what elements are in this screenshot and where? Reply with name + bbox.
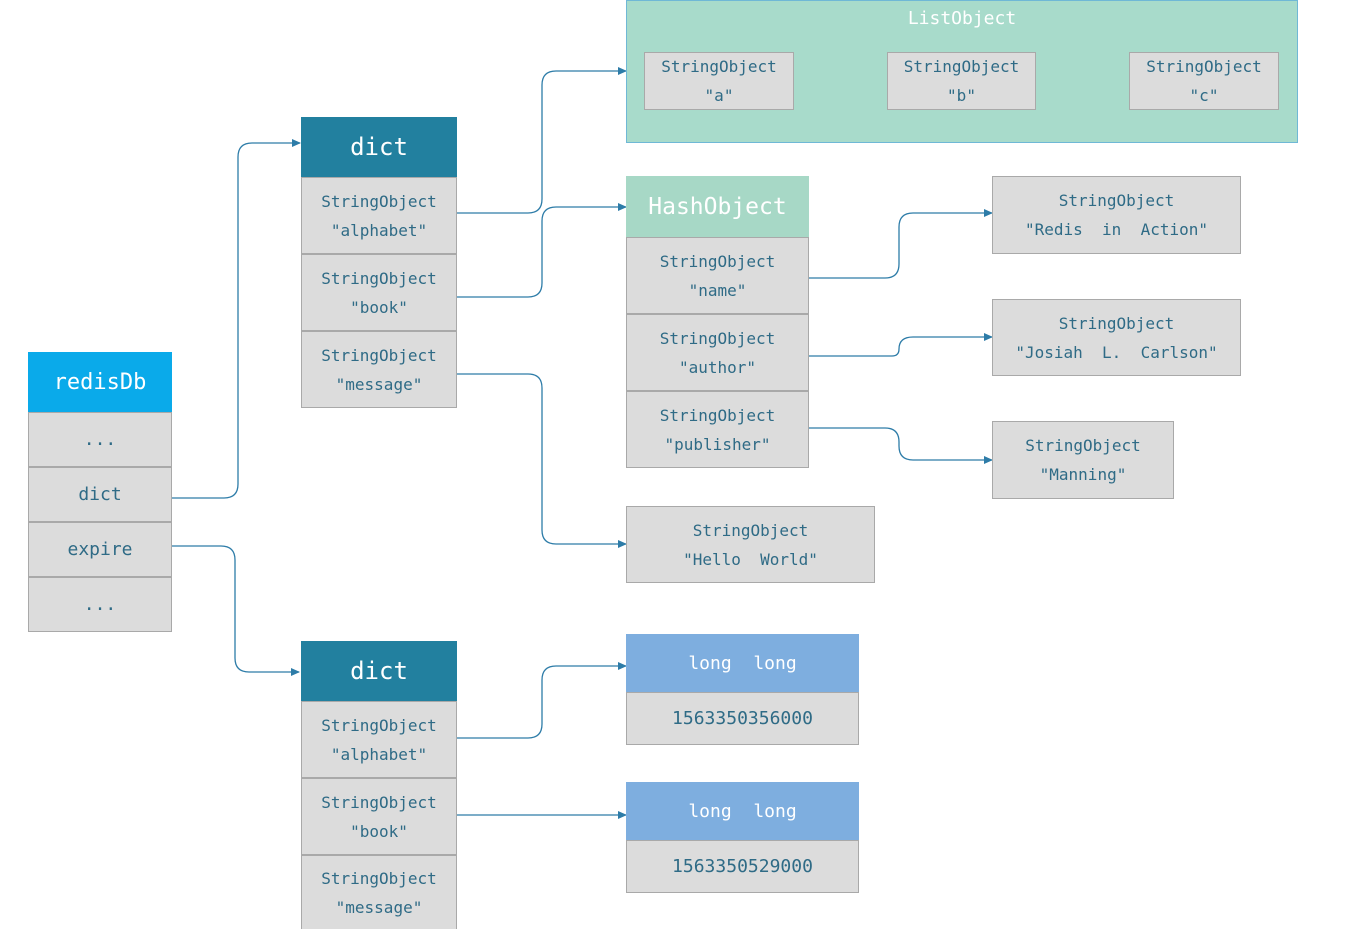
value-type: StringObject bbox=[692, 520, 809, 540]
long-long-header-book: long long bbox=[626, 782, 859, 840]
item-value: "b" bbox=[947, 86, 976, 105]
arrow-message-to-value bbox=[457, 373, 627, 548]
value-type: StringObject bbox=[1058, 313, 1175, 333]
item-value: "a" bbox=[704, 86, 734, 105]
item-type: StringObject bbox=[1146, 57, 1262, 76]
redisdb-row-expire: expire bbox=[28, 522, 172, 577]
arrow-author-to-value bbox=[808, 333, 993, 357]
timestamp-value: 1563350529000 bbox=[672, 856, 813, 877]
message-value: StringObject "Hello World" bbox=[626, 506, 875, 583]
hash-field-author: StringObject "author" bbox=[626, 314, 809, 391]
hash-field-name: StringObject "name" bbox=[626, 237, 809, 314]
timestamp-value: 1563350356000 bbox=[672, 708, 813, 729]
entry-type: StringObject bbox=[321, 715, 437, 735]
entry-type: StringObject bbox=[321, 868, 437, 888]
hash-value-name: StringObject "Redis in Action" bbox=[992, 176, 1241, 254]
item-type: StringObject bbox=[661, 57, 777, 76]
dict-main-entry-message: StringObject "message" bbox=[301, 331, 457, 408]
long-long-header-alphabet: long long bbox=[626, 634, 859, 692]
redisdb-row-dict: dict bbox=[28, 467, 172, 522]
redisdb-row-ellipsis-top: ... bbox=[28, 412, 172, 467]
field-type: StringObject bbox=[659, 328, 776, 348]
value-text: "Manning" bbox=[1039, 465, 1127, 484]
entry-type: StringObject bbox=[321, 191, 437, 211]
value-type: StringObject bbox=[1058, 191, 1175, 210]
hash-value-publisher: StringObject "Manning" bbox=[992, 421, 1174, 499]
arrow-redis-expire-to-dict bbox=[172, 545, 300, 676]
entry-key: "alphabet" bbox=[330, 220, 428, 240]
long-long-value-book: 1563350529000 bbox=[626, 840, 859, 893]
hash-field-publisher: StringObject "publisher" bbox=[626, 391, 809, 468]
entry-key: "alphabet" bbox=[330, 744, 428, 764]
list-item-a: StringObject "a" bbox=[644, 52, 794, 110]
list-item-c: StringObject "c" bbox=[1129, 52, 1279, 110]
entry-key: "book" bbox=[350, 297, 408, 317]
entry-key: "book" bbox=[350, 821, 408, 841]
value-text: "Josiah L. Carlson" bbox=[1015, 342, 1218, 362]
dict-main-entry-book: StringObject "book" bbox=[301, 254, 457, 331]
dict-main-header: dict bbox=[301, 117, 457, 177]
arrow-alphabet-to-list bbox=[457, 67, 627, 214]
entry-key: "message" bbox=[335, 897, 423, 917]
arrow-expire-alphabet-to-long bbox=[457, 662, 627, 739]
value-text: "Hello World" bbox=[683, 549, 818, 569]
entry-key: "message" bbox=[335, 374, 423, 394]
entry-type: StringObject bbox=[321, 792, 437, 812]
hash-value-author: StringObject "Josiah L. Carlson" bbox=[992, 299, 1241, 376]
field-key: "publisher" bbox=[664, 434, 771, 454]
entry-type: StringObject bbox=[321, 345, 437, 365]
long-long-value-alphabet: 1563350356000 bbox=[626, 692, 859, 745]
arrow-publisher-to-value bbox=[808, 427, 993, 464]
dict-expire-entry-message: StringObject "message" bbox=[301, 855, 457, 929]
value-text: "Redis in Action" bbox=[1024, 220, 1209, 239]
value-type: StringObject bbox=[1025, 436, 1141, 455]
arrow-book-to-hash bbox=[457, 203, 627, 298]
redisdb-row-ellipsis-bottom: ... bbox=[28, 577, 172, 632]
arrow-name-to-value bbox=[808, 209, 993, 279]
dict-expire-header: dict bbox=[301, 641, 457, 701]
entry-type: StringObject bbox=[321, 268, 437, 288]
field-key: "author" bbox=[678, 357, 757, 377]
arrow-redis-dict-to-dict bbox=[172, 139, 301, 499]
item-value: "c" bbox=[1189, 86, 1219, 105]
dict-expire-entry-book: StringObject "book" bbox=[301, 778, 457, 855]
field-type: StringObject bbox=[659, 251, 776, 271]
dict-main-entry-alphabet: StringObject "alphabet" bbox=[301, 177, 457, 254]
list-item-b: StringObject "b" bbox=[887, 52, 1036, 110]
list-object-title: ListObject bbox=[907, 8, 1017, 29]
item-type: StringObject bbox=[903, 57, 1020, 76]
redisdb-header: redisDb bbox=[28, 352, 172, 412]
dict-expire-entry-alphabet: StringObject "alphabet" bbox=[301, 701, 457, 778]
field-key: "name" bbox=[688, 280, 747, 300]
field-type: StringObject bbox=[659, 405, 776, 425]
hash-object-header: HashObject bbox=[626, 176, 809, 237]
